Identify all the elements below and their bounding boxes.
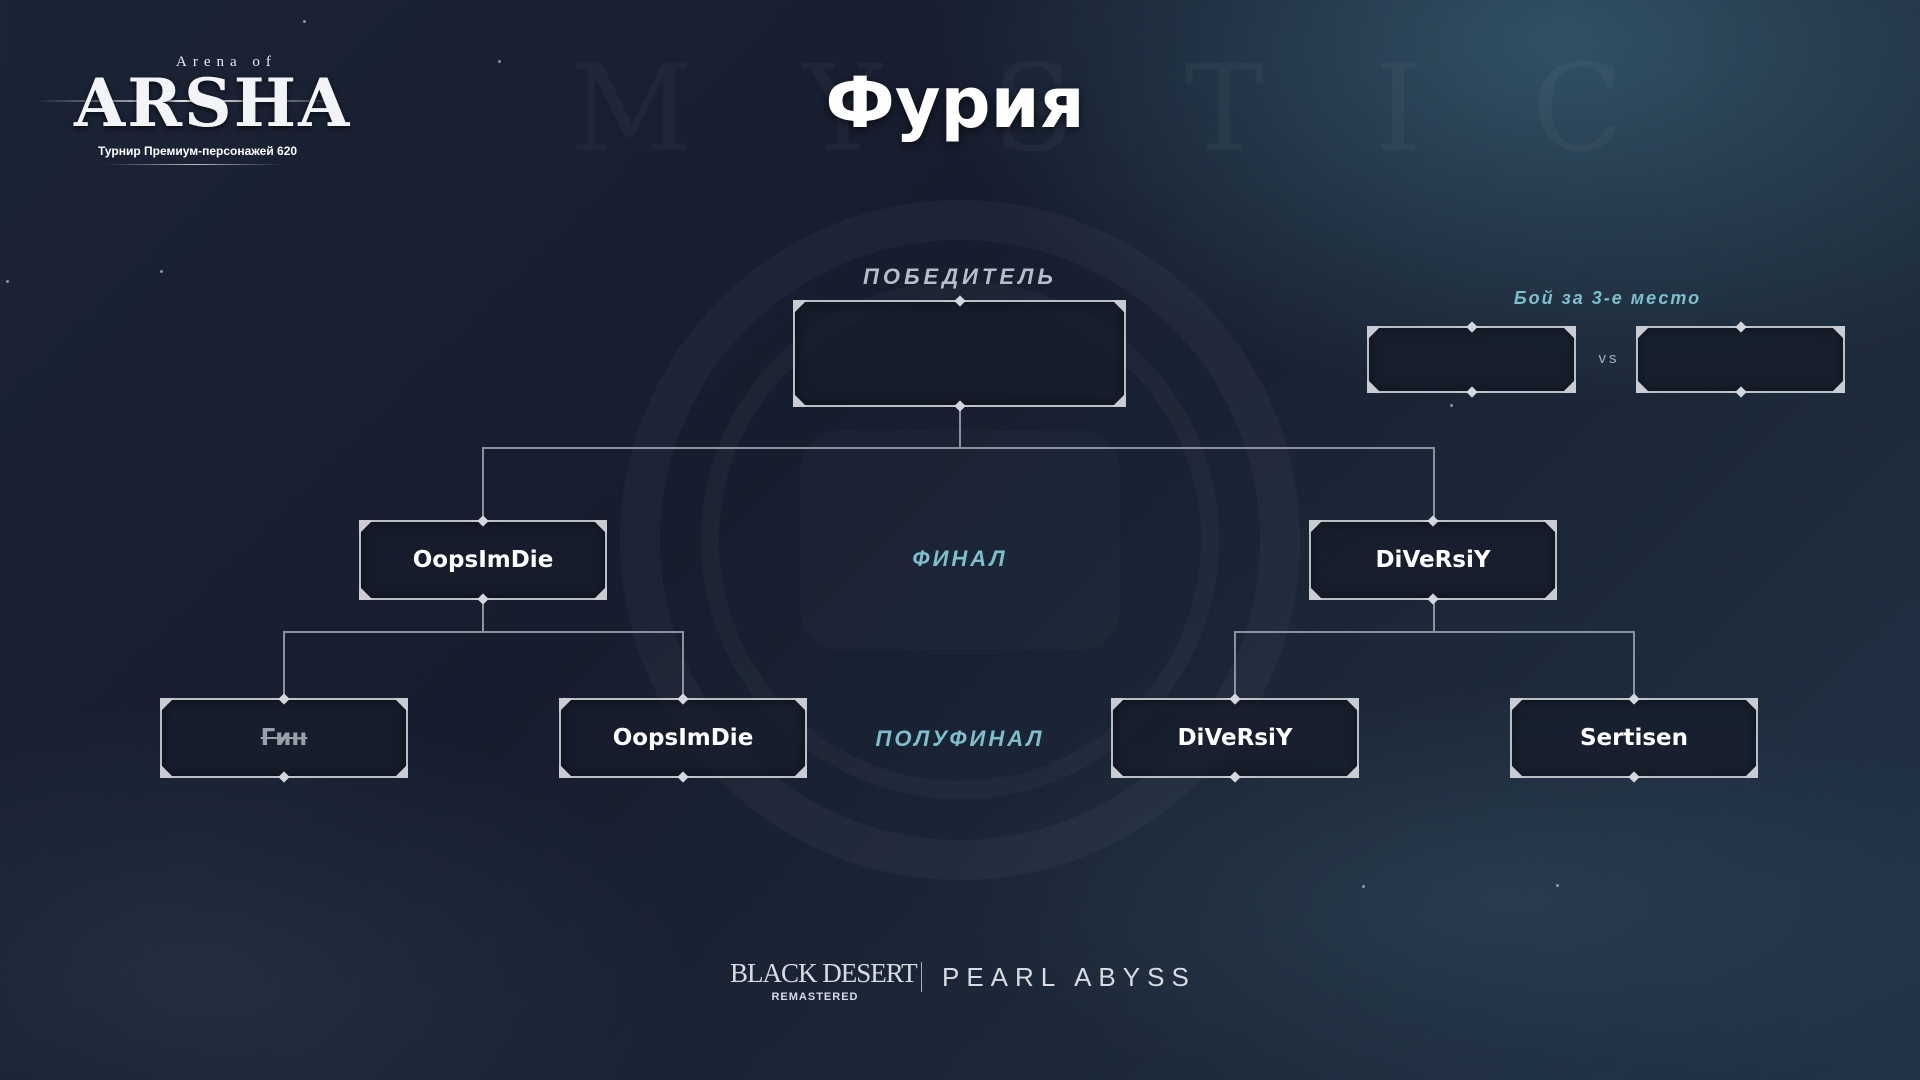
final-right-slot: DiVeRsiY: [1309, 520, 1557, 600]
final-right-name: DiVeRsiY: [1375, 547, 1491, 573]
bracket-connector: [1234, 631, 1236, 699]
vs-label: vs: [1598, 350, 1620, 367]
star-decoration: [6, 280, 9, 283]
semifinal-slot-3: DiVeRsiY: [1111, 698, 1359, 778]
remastered-text: REMASTERED: [771, 991, 859, 1003]
star-decoration: [1362, 885, 1365, 888]
black-desert-logo: BLACK DESERT REMASTERED: [730, 958, 918, 1003]
semifinal-name-1: Гин: [260, 725, 308, 751]
semifinal-name-4: Sertisen: [1579, 725, 1689, 751]
third-place-label: Бой за 3-е место: [1513, 288, 1702, 308]
bracket-connector: [482, 447, 1435, 449]
bracket-connector: [1633, 631, 1635, 699]
semifinal-slot-4: Sertisen: [1510, 698, 1758, 778]
pearl-abyss-logo: PEARL ABYSS: [942, 962, 1196, 992]
bracket-connector: [682, 631, 684, 699]
bracket-connector: [959, 406, 961, 448]
star-decoration: [303, 20, 306, 23]
bracket-connector: [1433, 598, 1435, 631]
page-title: Фурия: [825, 62, 1085, 144]
bracket-connector: [1234, 631, 1635, 633]
logo-arena-text: Arena of: [176, 54, 277, 70]
semifinal-name-2: OopsImDie: [612, 725, 754, 751]
third-place-left-slot: [1367, 326, 1576, 393]
bracket-connector: [482, 447, 484, 521]
bracket-connector: [283, 631, 684, 633]
bracket-connector: [1433, 447, 1435, 521]
star-decoration: [1450, 404, 1453, 407]
semifinal-label: ПОЛУФИНАЛ: [875, 726, 1045, 751]
semifinal-slot-2: OopsImDie: [559, 698, 807, 778]
bracket-connector: [482, 598, 484, 631]
winner-slot: [793, 300, 1126, 407]
star-decoration: [160, 270, 163, 273]
final-left-slot: OopsImDie: [359, 520, 607, 600]
winner-label: ПОБЕДИТЕЛЬ: [863, 264, 1057, 289]
semifinal-name-3: DiVeRsiY: [1177, 725, 1293, 751]
final-left-name: OopsImDie: [412, 547, 554, 573]
footer-brands: BLACK DESERT REMASTERED PEARL ABYSS: [730, 958, 1189, 1012]
arena-of-arsha-logo: Arena of ARSHA Турнир Премиум-персонажей…: [36, 48, 356, 178]
star-decoration: [498, 60, 501, 63]
black-desert-text: BLACK DESERT: [730, 958, 918, 988]
final-label: ФИНАЛ: [912, 546, 1008, 571]
third-place-right-slot: [1636, 326, 1845, 393]
logo-main-text: ARSHA: [74, 64, 352, 142]
star-decoration: [1556, 884, 1559, 887]
brand-divider: [921, 962, 922, 992]
bracket-connector: [283, 631, 285, 699]
semifinal-slot-1: Гин: [160, 698, 408, 778]
logo-subtitle: Турнир Премиум-персонажей 620: [98, 144, 298, 158]
